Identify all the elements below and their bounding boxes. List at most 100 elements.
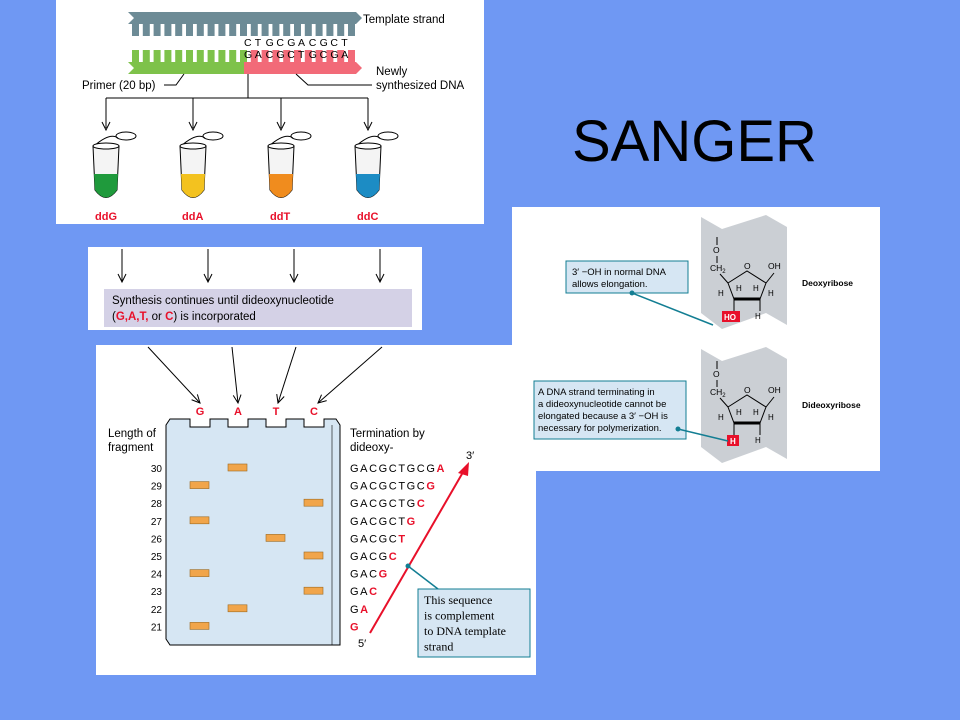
new-base: C	[320, 49, 328, 61]
synthesis-box	[104, 289, 412, 327]
note-callout-dot	[405, 563, 411, 569]
sequence-terminal: C	[417, 498, 427, 510]
tube-dda: ddA	[179, 131, 224, 223]
sequence-terminal: A	[437, 463, 447, 475]
synthesis-close: ) is incorporated	[173, 311, 255, 323]
tube-liquid	[356, 174, 380, 198]
synthesis-open-paren: (	[112, 311, 116, 323]
synthesis-arrowhead	[289, 273, 299, 284]
template-base: C	[309, 37, 317, 49]
terminal-ho-box	[722, 311, 740, 322]
hydrogen-label: H	[768, 289, 774, 298]
tube-liquid	[94, 174, 118, 198]
hydrogen-label: H	[755, 436, 761, 445]
template-tooth	[142, 24, 150, 36]
gel-band	[303, 586, 324, 595]
template-tooth	[294, 24, 301, 36]
bond	[765, 272, 775, 284]
synthesis-last-base: C	[165, 311, 173, 323]
new-strand-tooth	[304, 50, 312, 62]
template-tooth	[207, 24, 215, 36]
newly-callout-line	[295, 73, 372, 86]
new-strand-tooth	[175, 50, 183, 62]
template-tooth	[240, 24, 247, 36]
new-base: G	[330, 49, 338, 61]
gel-band	[303, 498, 324, 507]
dideoxy-note-line: a dideoxynucleotide cannot be	[538, 399, 666, 410]
branch-arrowhead	[188, 121, 198, 132]
new-strand-tooth	[218, 50, 226, 62]
fragment-length: 26	[151, 534, 163, 545]
terminal-h-box	[727, 435, 739, 446]
sequence-prefix: GACGCT	[350, 516, 407, 528]
template-tooth	[153, 24, 161, 36]
gel-input-arrow	[147, 346, 201, 404]
normal-dna-note-line: 3′ −OH in normal DNA	[572, 267, 667, 278]
hydrogen-label: H	[718, 289, 724, 298]
complement-note-line: This sequence	[424, 593, 492, 607]
template-base: C	[244, 37, 252, 49]
template-strand-label: Template strand	[363, 14, 445, 26]
ch2-label: CH2	[710, 263, 726, 275]
deoxyribose-label: Deoxyribose	[802, 278, 853, 288]
synthesis-line1: Synthesis continues until dideoxynucleot…	[112, 295, 334, 307]
primer-backbone	[128, 62, 244, 74]
dideoxy-chevron	[701, 347, 787, 463]
gel-slab	[165, 418, 341, 646]
tube-cap	[377, 131, 399, 141]
sequence-prefix: GACGCTG	[350, 498, 417, 510]
terminated-sequence: GACGC	[350, 551, 398, 563]
template-tooth	[250, 24, 258, 36]
sequence-prefix: GACGCTGC	[350, 481, 426, 493]
complement-note-line: is complement	[424, 609, 495, 623]
terminated-sequence: GA	[350, 604, 370, 616]
bond	[765, 396, 775, 408]
template-tooth	[348, 24, 355, 36]
fragment-length: 30	[151, 464, 163, 475]
dideoxy-note-box	[533, 380, 687, 440]
oh-label: OH	[768, 385, 781, 395]
sequence-terminal: G	[350, 621, 360, 633]
ring-oxygen-label: O	[744, 261, 751, 271]
new-base: A	[341, 49, 348, 61]
template-base: G	[320, 37, 328, 49]
template-tooth	[326, 24, 334, 36]
terminated-sequence: G	[350, 621, 360, 633]
bond	[719, 397, 729, 408]
new-strand-tooth	[250, 50, 258, 62]
oxygen-label: O	[713, 245, 720, 255]
synthesis-arrowhead	[117, 273, 127, 284]
template-tooth	[132, 24, 139, 36]
gel-band	[265, 534, 286, 542]
synthesis-figure: Synthesis continues until dideoxynucleot…	[104, 249, 412, 327]
fragment-length: 22	[151, 605, 163, 616]
dideoxy-callout	[677, 428, 729, 442]
tube-ddc: ddC	[354, 131, 399, 223]
length-label-line2: fragment	[108, 442, 154, 454]
gel-input-arrow	[231, 346, 239, 404]
new-strand-tooth	[196, 50, 204, 62]
template-base: C	[330, 37, 338, 49]
terminated-sequence: GACG	[350, 569, 389, 581]
deoxy-chevron	[701, 215, 787, 329]
new-strand-tooth	[326, 50, 334, 62]
template-tooth	[175, 24, 183, 36]
new-base: T	[298, 49, 305, 61]
new-strand-tooth	[207, 50, 215, 62]
template-base: T	[341, 37, 348, 49]
normal-dna-note-box	[565, 260, 689, 294]
new-base: C	[266, 49, 274, 61]
sequence-terminal: G	[379, 569, 389, 581]
oxygen-label: O	[713, 369, 720, 379]
complement-note-line: strand	[424, 640, 453, 654]
new-strand-tooth	[240, 50, 247, 62]
new-strand-tooth	[337, 50, 345, 62]
sequence-prefix: GACGC	[350, 533, 398, 545]
dideoxyribose-label: Dideoxyribose	[802, 400, 861, 410]
hydrogen-label: H	[736, 408, 742, 417]
terminated-sequence: GAC	[350, 586, 379, 598]
hydrogen-label: H	[753, 284, 759, 293]
tube-cap	[290, 131, 312, 141]
